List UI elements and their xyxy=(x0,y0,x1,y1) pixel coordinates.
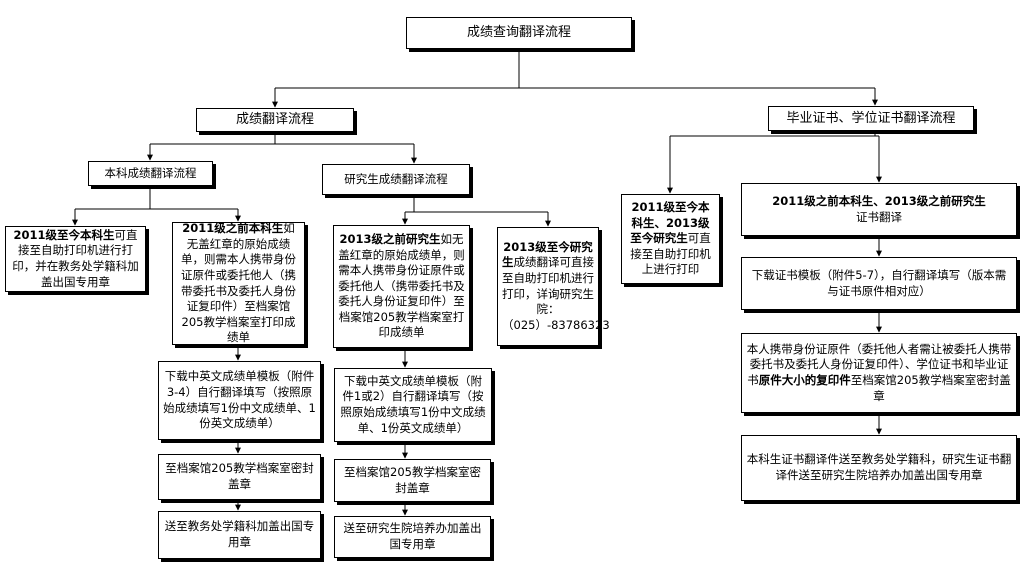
cert-step2-node: 本人携带身份证原件（委托他人者需让被委托人携带委托书及委托人身份证复印件）、学位… xyxy=(741,333,1017,413)
undergrad-node: 本科成绩翻译流程 xyxy=(88,161,213,186)
gr-step1-node: 下载中英文成绩单模板（附件1或2）自行翻译填写（按照原始成绩填写1份中文成绩单、… xyxy=(334,368,492,442)
ug-post2011-text: 可直接至自助打印机进行打印，并在教务处学籍科加盖出国专用章 xyxy=(12,227,139,289)
gr-post2013-node: 2013级至今研究生成绩翻译可直接至自助打印机进行打印，详询研究生院：（025）… xyxy=(497,227,610,346)
gr-pre2013-bold: 2013级之前研究生 xyxy=(339,232,441,247)
cert-step1-text: 下载证书模板（附件5-7），自行翻译填写（版本需与证书原件相对应） xyxy=(751,267,1007,298)
connector-certificate-split xyxy=(670,131,879,137)
gr-post2013-text: 成绩翻译可直接至自助打印机进行打印，详询研究生院：（025）-83786323 xyxy=(502,255,610,332)
ug-pre2011-node: 2011级之前本科生如无盖红章的原始成绩单，则需本人携带身份证原件或委托他人（携… xyxy=(172,221,305,345)
certificate-label: 毕业证书、学位证书翻译流程 xyxy=(786,110,956,126)
cert-step3-node: 本科生证书翻译件送至教务处学籍科，研究生证书翻译件送至研究生院培养办加盖出国专用… xyxy=(741,435,1017,501)
gr-step2-node: 至档案馆205教学档案室密封盖章 xyxy=(334,459,491,502)
certificate-node: 毕业证书、学位证书翻译流程 xyxy=(768,106,974,131)
gr-pre2013-node: 2013级之前研究生如无盖红章的原始成绩单，则需本人携带身份证原件或委托他人（携… xyxy=(333,225,470,348)
ug-step3-node: 送至教务处学籍科加盖出国专用章 xyxy=(158,511,321,559)
cert-recent-bold: 2011级至今本科生、2013级至今研究生 xyxy=(630,200,710,246)
cert-recent-node: 2011级至今本科生、2013级至今研究生可直接至自助打印机上进行打印 xyxy=(621,194,720,284)
cert-earlier-bold: 2011级之前本科生、2013级之前研究生 xyxy=(772,193,986,208)
graduate-node: 研究生成绩翻译流程 xyxy=(322,164,470,195)
ug-step2-node: 至档案馆205教学档案室密封盖章 xyxy=(158,454,321,500)
cert-earlier-text: 证书翻译 xyxy=(856,209,902,224)
gr-step1-text: 下载中英文成绩单模板（附件1或2）自行翻译填写（按照原始成绩填写1份中文成绩单、… xyxy=(340,373,486,435)
ug-step2-text: 至档案馆205教学档案室密封盖章 xyxy=(165,461,314,491)
cert-step2-bold: 原件大小的复印件 xyxy=(758,373,851,387)
gr-step3-node: 送至研究生院培养办加盖出国专用章 xyxy=(334,516,491,558)
cert-step2-text-b: 至档案馆205教学档案室密封盖章 xyxy=(850,373,1011,403)
gr-step3-text: 送至研究生院培养办加盖出国专用章 xyxy=(343,521,482,551)
transcript-node: 成绩翻译流程 xyxy=(196,108,354,132)
ug-post2011-node: 2011级至今本科生可直接至自助打印机进行打印，并在教务处学籍科加盖出国专用章 xyxy=(5,226,146,292)
ug-pre2011-text: 如无盖红章的原始成绩单，则需本人携带身份证原件或委托他人（携带委托书及委托人身份… xyxy=(181,221,296,345)
root-node: 成绩查询翻译流程 xyxy=(406,17,632,49)
connector-transcript-split xyxy=(150,132,414,145)
cert-step3-text: 本科生证书翻译件送至教务处学籍科，研究生证书翻译件送至研究生院培养办加盖出国专用… xyxy=(746,452,1012,482)
ug-post2011-bold: 2011级至今本科生 xyxy=(13,227,115,242)
ug-step3-text: 送至教务处学籍科加盖出国专用章 xyxy=(164,519,315,549)
connector-graduate-split xyxy=(405,195,548,213)
cert-step2-text-a: 本人携带身份证原件（委托他人者需让被委托人携带委托书及委托人身份证复印件）、学位… xyxy=(746,341,1012,387)
root-label: 成绩查询翻译流程 xyxy=(466,25,571,41)
gr-post2013-bold: 2013级至今研究生 xyxy=(502,239,593,270)
ug-step1-node: 下载中英文成绩单模板（附件3-4）自行翻译填写（按照原始成绩填写1份中文成绩单、… xyxy=(158,361,321,440)
gr-step2-text: 至档案馆205教学档案室密封盖章 xyxy=(344,464,481,495)
connector-root-split xyxy=(275,49,875,89)
gr-pre2013-text: 如无盖红章的原始成绩单，则需本人携带身份证原件或委托他人（携带委托书及委托人身份… xyxy=(338,232,465,340)
undergrad-label: 本科成绩翻译流程 xyxy=(104,165,197,180)
cert-step1-node: 下载证书模板（附件5-7），自行翻译填写（版本需与证书原件相对应） xyxy=(741,257,1017,310)
transcript-label: 成绩翻译流程 xyxy=(235,112,314,128)
connector-undergrad-split xyxy=(75,186,238,210)
ug-step1-text: 下载中英文成绩单模板（附件3-4）自行翻译填写（按照原始成绩填写1份中文成绩单、… xyxy=(163,369,316,431)
cert-recent-text: 可直接至自助打印机上进行打印 xyxy=(630,231,711,277)
cert-earlier-node: 2011级之前本科生、2013级之前研究生证书翻译 xyxy=(741,183,1017,236)
graduate-label: 研究生成绩翻译流程 xyxy=(344,171,448,186)
ug-pre2011-bold: 2011级之前本科生 xyxy=(182,221,284,236)
